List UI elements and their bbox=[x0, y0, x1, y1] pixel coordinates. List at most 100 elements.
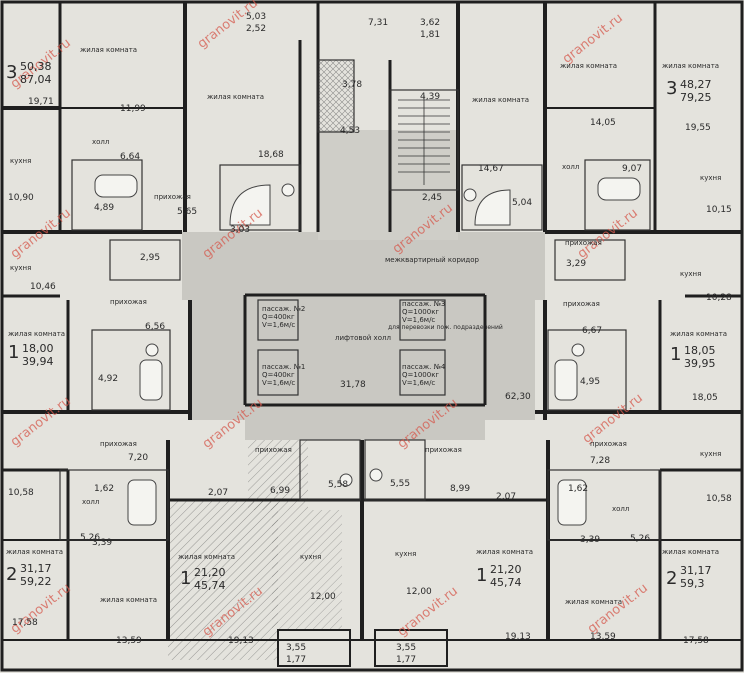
apt-living-area: 21,20 bbox=[194, 566, 226, 579]
room-area: 7,31 bbox=[368, 18, 389, 28]
hatched-apartment bbox=[168, 500, 278, 660]
lift-label: Q=1000кг bbox=[402, 371, 440, 379]
room-area: 31,78 bbox=[340, 380, 366, 390]
lift-label: пассаж. №1 bbox=[262, 363, 306, 371]
lift-label: V=1,6м/с bbox=[262, 379, 296, 387]
fixtures bbox=[94, 174, 641, 526]
room-area: 5,03 bbox=[246, 12, 267, 22]
room-label: жилая комната bbox=[178, 553, 236, 561]
lift-hall-label: лифтовой холл bbox=[335, 334, 391, 342]
hatched-kitchen bbox=[272, 510, 342, 630]
room-area: 3,62 bbox=[420, 18, 441, 28]
room-label: жилая комната bbox=[560, 62, 618, 70]
room-label: жилая комната bbox=[8, 330, 66, 338]
apt-living-area: 50,38 bbox=[20, 60, 52, 73]
room-label: кухня bbox=[700, 174, 722, 182]
lift-label: V=1,6м/с bbox=[402, 316, 436, 324]
room-label: прихожая bbox=[590, 440, 627, 448]
room-area: 1,81 bbox=[420, 30, 441, 40]
room-label: холл bbox=[612, 505, 630, 513]
room-label: жилая комната bbox=[207, 93, 265, 101]
corridor-label: межквартирный коридор bbox=[385, 256, 479, 264]
room-area: 18,68 bbox=[258, 150, 284, 160]
room-area: 3,29 bbox=[566, 259, 587, 269]
room-area: 3,55 bbox=[286, 643, 307, 653]
room-label: прихожая bbox=[154, 193, 191, 201]
apt-living-area: 31,17 bbox=[20, 562, 52, 575]
room-label: кухня bbox=[10, 157, 32, 165]
room-label: кухня bbox=[10, 264, 32, 272]
apt-total-area: 45,74 bbox=[490, 576, 522, 589]
room-area: 7,20 bbox=[128, 453, 149, 463]
apt-rooms: 1 bbox=[180, 568, 192, 589]
room-area: 3,78 bbox=[342, 80, 363, 90]
room-area: 18,05 bbox=[692, 393, 718, 403]
apt-rooms: 2 bbox=[6, 564, 18, 585]
room-area: 14,67 bbox=[478, 164, 504, 174]
room-area: 10,90 bbox=[8, 193, 34, 203]
apt-total-area: 59,22 bbox=[20, 575, 52, 588]
apt-rooms: 2 bbox=[666, 568, 678, 589]
room-label: жилая комната bbox=[80, 46, 138, 54]
apt-living-area: 31,17 bbox=[680, 564, 712, 577]
room-label: жилая комната bbox=[670, 330, 728, 338]
room-label: жилая комната bbox=[662, 62, 720, 70]
apt-living-area: 18,05 bbox=[684, 344, 716, 357]
apt-rooms: 3 bbox=[6, 62, 18, 83]
lift-label: пассаж. №3 bbox=[402, 300, 446, 308]
room-area: 19,71 bbox=[28, 97, 54, 107]
room-area: 7,28 bbox=[590, 456, 611, 466]
room-area: 10,58 bbox=[706, 494, 732, 504]
apt-rooms: 3 bbox=[666, 78, 678, 99]
room-area: 17,58 bbox=[12, 618, 38, 628]
room-area: 10,46 bbox=[30, 282, 56, 292]
room-area: 6,64 bbox=[120, 152, 141, 162]
room-area: 4,89 bbox=[94, 203, 115, 213]
room-area: 5,55 bbox=[390, 479, 411, 489]
hatched-lobby bbox=[248, 440, 308, 510]
lift-label: для перевозки пож. подразделений bbox=[388, 324, 503, 331]
room-label: холл bbox=[92, 138, 110, 146]
room-area: 4,95 bbox=[580, 377, 601, 387]
room-area: 5,26 bbox=[630, 534, 651, 544]
room-area: 1,77 bbox=[286, 655, 307, 665]
room-area: 10,28 bbox=[706, 293, 732, 303]
stair-lines bbox=[398, 95, 450, 185]
room-label: кухня bbox=[680, 270, 702, 278]
room-label: жилая комната bbox=[100, 596, 158, 604]
room-area: 6,56 bbox=[145, 322, 166, 332]
room-area: 12,00 bbox=[406, 587, 432, 597]
apt-rooms: 1 bbox=[670, 344, 682, 365]
room-area: 5,04 bbox=[512, 198, 533, 208]
room-area: 5,26 bbox=[80, 533, 101, 543]
room-area: 14,05 bbox=[590, 118, 616, 128]
room-label: кухня bbox=[700, 450, 722, 458]
room-label: прихожая bbox=[565, 239, 602, 247]
room-area: 4,39 bbox=[420, 92, 441, 102]
room-area: 19,55 bbox=[685, 123, 711, 133]
room-area: 6,99 bbox=[270, 486, 291, 496]
apt-total-area: 45,74 bbox=[194, 579, 226, 592]
room-area: 12,00 bbox=[310, 592, 336, 602]
corridor-fill bbox=[182, 232, 545, 440]
apt-living-area: 18,00 bbox=[22, 342, 54, 355]
room-area: 3,39 bbox=[92, 538, 113, 548]
room-area: 17,58 bbox=[683, 636, 709, 646]
room-label: жилая комната bbox=[476, 548, 534, 556]
room-label: прихожая bbox=[100, 440, 137, 448]
room-area: 11,99 bbox=[120, 104, 146, 114]
room-label: жилая комната bbox=[472, 96, 530, 104]
room-area: 2,52 bbox=[246, 24, 267, 34]
room-label: жилая комната bbox=[6, 548, 64, 556]
room-area: 1,62 bbox=[94, 484, 115, 494]
room-area: 13,59 bbox=[116, 636, 142, 646]
room-area: 19,13 bbox=[505, 632, 531, 642]
apt-rooms: 1 bbox=[8, 342, 20, 363]
lift-label: Q=400кг bbox=[262, 313, 295, 321]
room-area: 5,58 bbox=[328, 480, 349, 490]
room-area: 1,77 bbox=[396, 655, 417, 665]
lift-label: V=1,6м/с bbox=[262, 321, 296, 329]
room-area: 3,55 bbox=[396, 643, 417, 653]
room-label: прихожая bbox=[563, 300, 600, 308]
room-label: холл bbox=[562, 163, 580, 171]
